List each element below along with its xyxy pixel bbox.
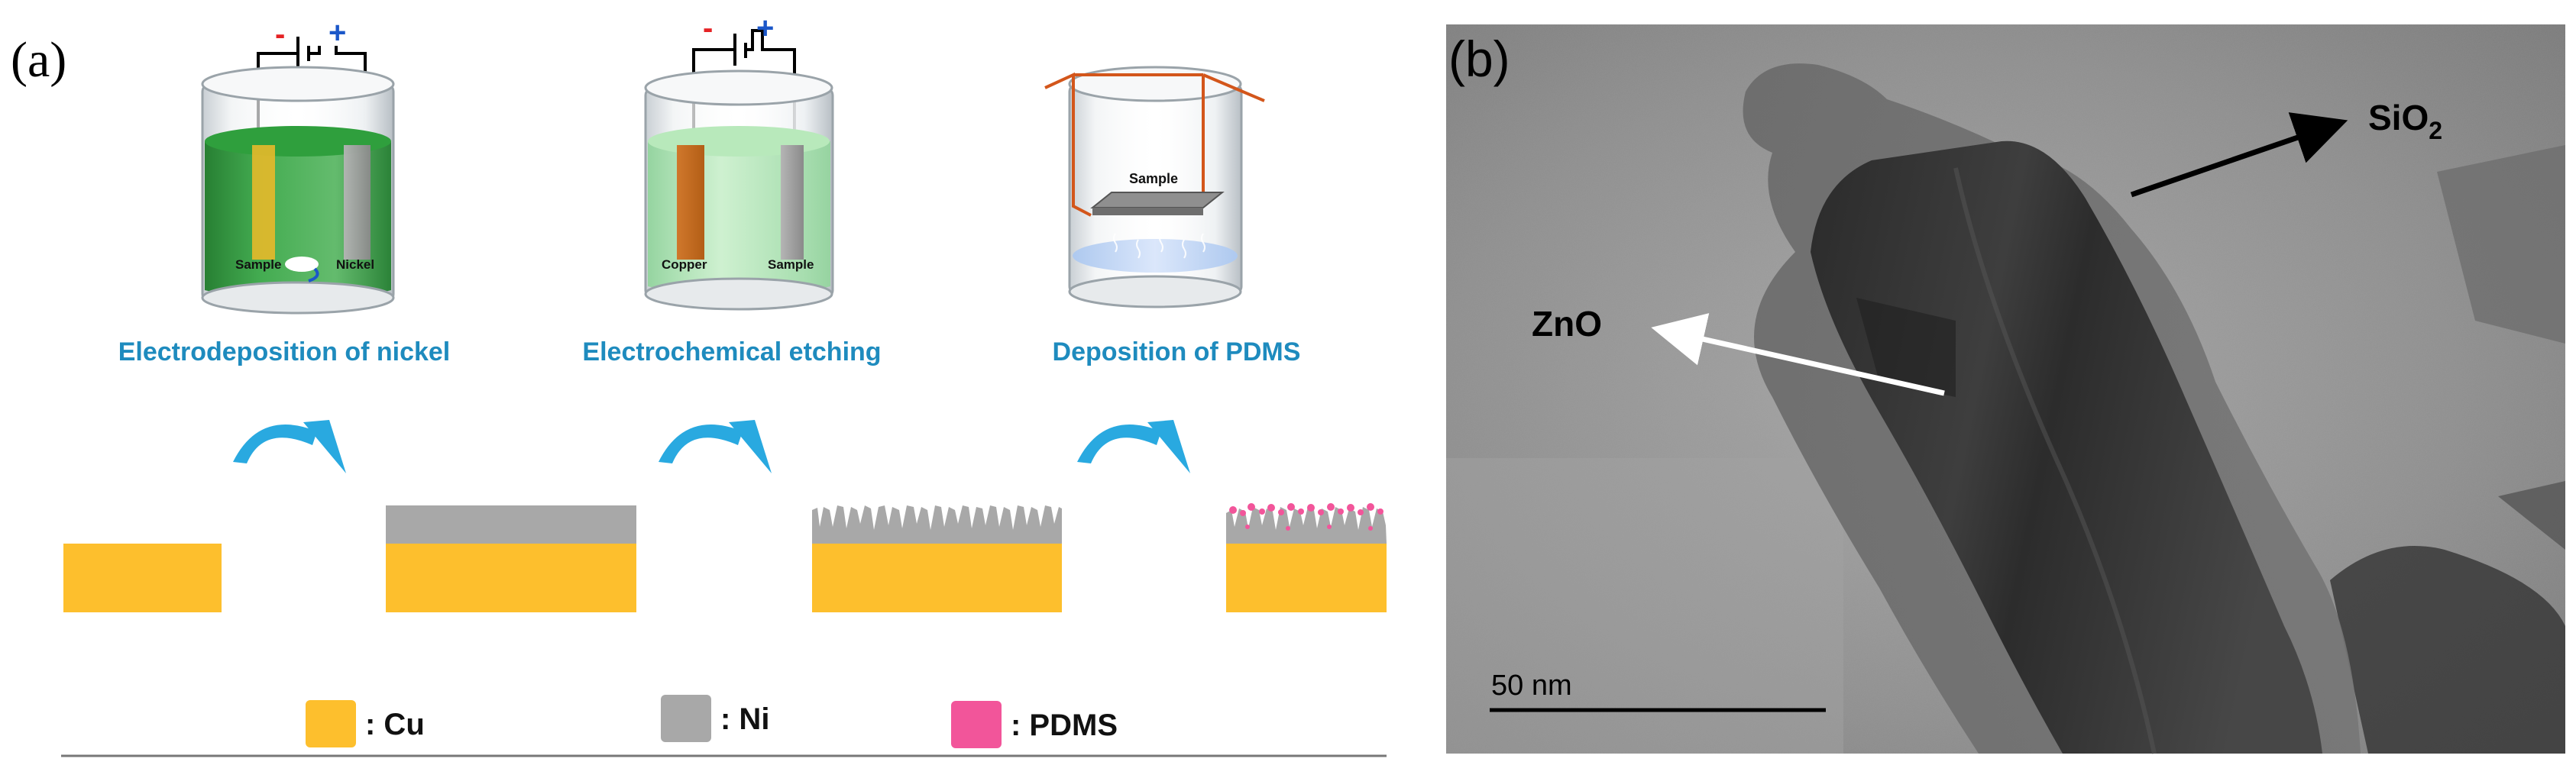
positive-terminal-label: + xyxy=(328,16,346,50)
legend-label-cu: : Cu xyxy=(365,708,425,741)
curved-arrow-icon xyxy=(659,420,772,473)
legend: : Cu : Ni : PDMS xyxy=(61,695,1387,757)
step3-title: Deposition of PDMS xyxy=(1053,337,1301,366)
sample-electrode xyxy=(781,145,804,260)
electrode-label-left: Copper xyxy=(662,257,707,272)
sample-electrode xyxy=(252,145,275,260)
legend-label-pdms: : PDMS xyxy=(1011,709,1118,742)
zno-arrow xyxy=(1651,313,1945,396)
panel-a: (a) - + xyxy=(11,11,1387,757)
curved-arrow-icon xyxy=(1077,420,1190,473)
step1-title: Electrodeposition of nickel xyxy=(118,337,451,366)
electrode-label-right: Nickel xyxy=(336,257,374,272)
ion-flow-icon xyxy=(285,257,319,272)
copper-electrode xyxy=(677,145,704,260)
sio2-label: SiO2 xyxy=(2368,98,2442,144)
legend-label-ni: : Ni xyxy=(720,702,769,736)
process-arrows xyxy=(233,420,1190,473)
beaker-electrodeposition: - + Sample Nickel xyxy=(201,16,395,315)
legend-swatch-ni xyxy=(661,695,711,742)
nickel-electrode xyxy=(344,145,371,260)
sio2-arrow xyxy=(2130,112,2348,198)
pdms-droplets xyxy=(1229,503,1383,531)
substrate-etched xyxy=(812,505,1062,612)
positive-terminal-label: + xyxy=(756,11,774,45)
sample-plate xyxy=(1090,192,1225,208)
negative-terminal-label: - xyxy=(275,18,285,51)
legend-swatch-pdms xyxy=(951,701,1002,748)
beaker-etching: - + Copper Sample xyxy=(644,11,834,311)
step2-title: Electrochemical etching xyxy=(582,337,881,366)
curved-arrow-icon xyxy=(233,420,346,473)
zno-label: ZnO xyxy=(1532,304,1602,344)
legend-swatch-cu xyxy=(306,700,356,747)
substrate-cu-ni xyxy=(386,505,636,612)
electrode-label-right: Sample xyxy=(768,257,814,272)
sio2-label-main: SiO xyxy=(2368,98,2429,137)
substrate-cu xyxy=(63,544,222,612)
zno-rod xyxy=(1811,140,2322,754)
sio2-label-subscript: 2 xyxy=(2429,117,2442,144)
scale-bar-label: 50 nm xyxy=(1491,670,1572,702)
negative-terminal-label: - xyxy=(703,11,713,45)
panel-a-label: (a) xyxy=(11,32,66,88)
panel-b-tem-image: (b) SiO2 ZnO 50 nm xyxy=(1446,24,2565,754)
substrate-pdms xyxy=(1226,503,1387,612)
sample-label: Sample xyxy=(1129,171,1178,186)
vapor-icon xyxy=(1113,233,1205,259)
panel-b-label: (b) xyxy=(1448,31,1510,87)
electrode-label-left: Sample xyxy=(235,257,281,272)
beaker-pdms-deposition: Sample xyxy=(1044,66,1265,308)
